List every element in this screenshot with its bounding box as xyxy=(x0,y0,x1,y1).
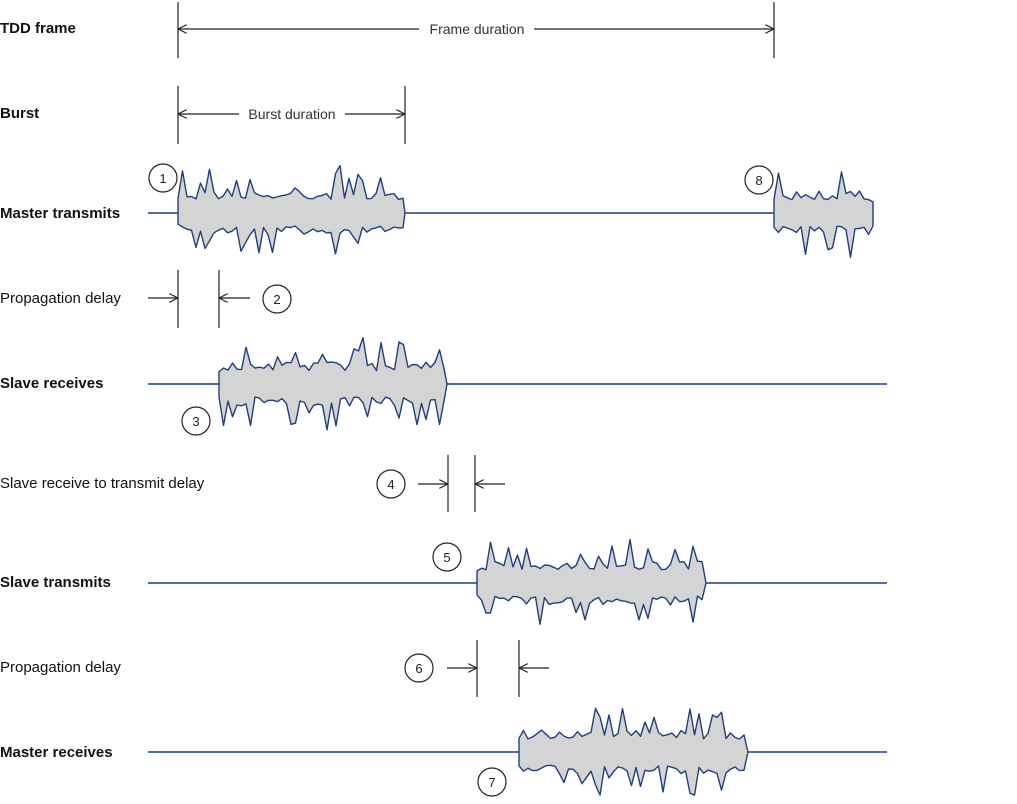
marker-3: 3 xyxy=(182,407,210,435)
master-tx-burst xyxy=(178,166,405,254)
row-label-slave-receives: Slave receives xyxy=(0,375,103,392)
marker-2: 2 xyxy=(263,285,291,313)
marker-7: 7 xyxy=(478,768,506,796)
marker-8: 8 xyxy=(745,166,773,194)
row-label-propagation-delay-1: Propagation delay xyxy=(0,290,121,307)
marker-8-text: 8 xyxy=(755,173,762,188)
row-label-master-receives: Master receives xyxy=(0,744,113,761)
master-rx-burst xyxy=(519,708,748,795)
row-label-slave-transmits: Slave transmits xyxy=(0,574,111,591)
marker-1-text: 1 xyxy=(159,171,166,186)
propagation-delay-2-indicator xyxy=(447,640,549,697)
burst-duration-label: Burst duration xyxy=(248,106,335,122)
marker-1: 1 xyxy=(149,164,177,192)
frame-duration-dimension: Frame duration xyxy=(178,2,774,58)
propagation-delay-1-indicator xyxy=(148,270,250,328)
marker-2-text: 2 xyxy=(273,292,280,307)
marker-7-text: 7 xyxy=(488,775,495,790)
marker-6-text: 6 xyxy=(415,661,422,676)
row-label-slave-receive-to-transmit-delay: Slave receive to transmit delay xyxy=(0,475,205,492)
row-label-master-transmits: Master transmits xyxy=(0,205,120,222)
marker-4: 4 xyxy=(377,470,405,498)
frame-duration-label: Frame duration xyxy=(430,21,525,37)
row-label-burst: Burst xyxy=(0,105,39,122)
burst-duration-dimension: Burst duration xyxy=(178,86,405,144)
marker-5-text: 5 xyxy=(443,550,450,565)
master-tx-next-burst xyxy=(774,172,873,257)
row-label-tdd-frame: TDD frame xyxy=(0,20,76,37)
marker-6: 6 xyxy=(405,654,433,682)
slave-rx-tx-delay-indicator xyxy=(418,455,505,512)
marker-5: 5 xyxy=(433,543,461,571)
row-label-propagation-delay-2: Propagation delay xyxy=(0,659,121,676)
marker-3-text: 3 xyxy=(192,414,199,429)
slave-rx-burst xyxy=(219,338,447,430)
slave-tx-burst xyxy=(477,540,706,625)
marker-4-text: 4 xyxy=(387,477,394,492)
